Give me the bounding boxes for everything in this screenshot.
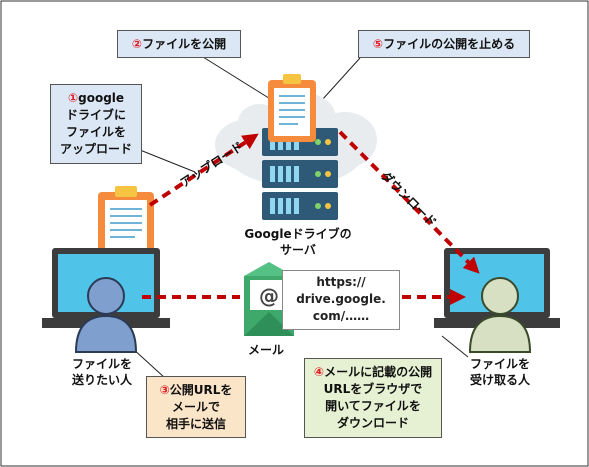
connector-step4 bbox=[441, 335, 469, 358]
download-label: ダウンロード bbox=[378, 168, 440, 230]
step-number: ⑤ bbox=[372, 36, 384, 51]
step-text: メールに記載の公開 URLをブラウザで 開いてファイルを ダウンロード bbox=[323, 365, 433, 430]
person-icon bbox=[74, 277, 138, 353]
step1-callout: ①google ドライブに ファイルを アップロード bbox=[50, 84, 142, 164]
step-number: ② bbox=[131, 36, 143, 51]
step-number: ③ bbox=[159, 382, 170, 397]
document-clipboard-icon bbox=[268, 74, 316, 142]
url-box: https:// drive.google. com/…… bbox=[282, 270, 400, 330]
step4-callout: ④メールに記載の公開 URLをブラウザで 開いてファイルを ダウンロード bbox=[304, 358, 442, 438]
receiver-label: ファイルを 受け取る人 bbox=[469, 357, 530, 387]
flow-arrows bbox=[142, 130, 480, 305]
step-text: ファイルの公開を止める bbox=[383, 36, 516, 51]
person-icon bbox=[468, 277, 532, 353]
download-arrow bbox=[338, 130, 480, 274]
connector-step5 bbox=[321, 57, 361, 101]
upload-arrow bbox=[148, 133, 259, 207]
step-number: ① bbox=[67, 91, 79, 105]
document-clipboard-icon bbox=[98, 186, 154, 262]
step-text: 公開URLを メールで 相手に送信 bbox=[165, 382, 233, 431]
step3-callout: ③公開URLを メールで 相手に送信 bbox=[146, 376, 246, 438]
step-text: google ドライブに ファイルを アップロード bbox=[59, 91, 132, 156]
svg-text:@: @ bbox=[259, 284, 279, 308]
step-number: ④ bbox=[313, 365, 325, 379]
connector-step2 bbox=[194, 51, 273, 101]
sender-label: ファイルを 送りたい人 bbox=[71, 357, 132, 387]
connector-step3 bbox=[131, 347, 166, 379]
email-envelope-icon: @ bbox=[244, 262, 294, 336]
connector-step1 bbox=[139, 149, 196, 173]
callout-connectors bbox=[131, 51, 469, 379]
mail-label: メール bbox=[247, 343, 284, 357]
server-label: Googleドライブの サーバ bbox=[244, 227, 352, 257]
step-text: ファイルを公開 bbox=[142, 36, 227, 51]
